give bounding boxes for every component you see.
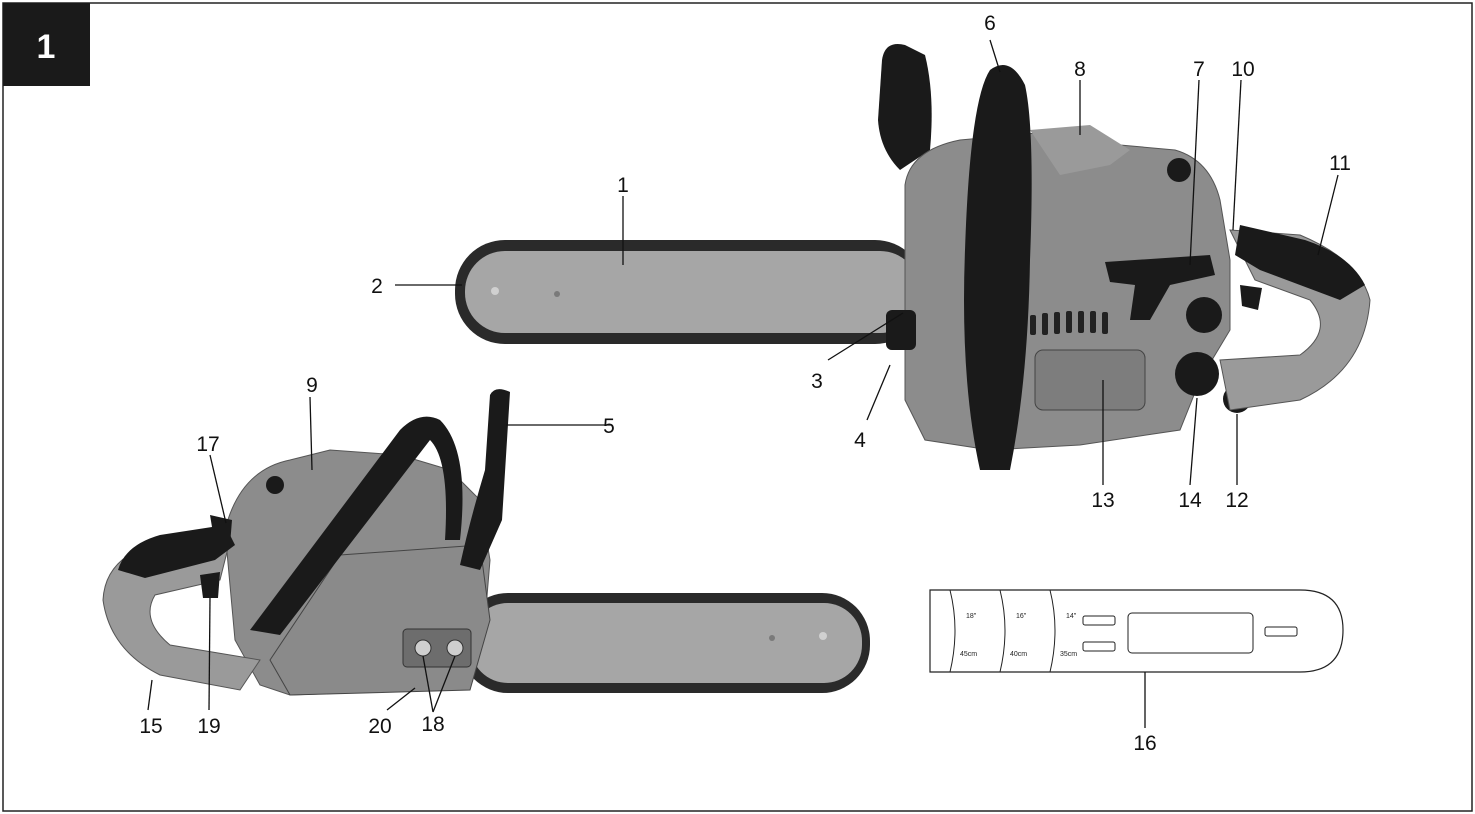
callout-13: 13 — [1091, 489, 1114, 512]
front-hand-guard-top — [878, 44, 932, 170]
bar-nut-left — [414, 639, 432, 657]
cooling-vents-top — [1030, 311, 1108, 335]
bar-sprocket-dots-bottom — [819, 632, 827, 640]
callout-2: 2 — [371, 275, 383, 298]
cylinder-cover-top — [1030, 125, 1130, 175]
scabbard-length-cm-2: 40cm — [1010, 651, 1027, 658]
callout-10: 10 — [1231, 58, 1254, 81]
rear-handle-grip-top — [1235, 225, 1365, 300]
callout-7: 7 — [1193, 58, 1205, 81]
scabbard-length-in-1: 18" — [966, 613, 977, 620]
scabbard-slot-1 — [1082, 615, 1116, 626]
throttle-trigger-bottom — [200, 572, 220, 598]
chainsaw-top-view — [455, 44, 1371, 470]
scabbard-length-in-3: 14" — [1066, 613, 1077, 620]
callout-12: 12 — [1225, 489, 1248, 512]
callout-8: 8 — [1074, 58, 1086, 81]
figure-number-badge: 1 — [3, 3, 90, 86]
callout-5: 5 — [603, 415, 615, 438]
callout-15: 15 — [139, 715, 162, 738]
callout-16: 16 — [1133, 732, 1156, 755]
bar-rivet — [554, 291, 560, 297]
callout-18: 18 — [421, 713, 444, 736]
callout-11: 11 — [1329, 152, 1351, 175]
callout-1: 1 — [617, 174, 629, 197]
front-handle-bottom — [250, 416, 463, 635]
front-handle-top — [964, 65, 1032, 470]
rear-handle-grip-bottom — [118, 525, 235, 578]
leader-lines — [147, 39, 1339, 728]
callout-9: 9 — [306, 374, 318, 397]
figure-number: 1 — [37, 28, 56, 66]
bar-scabbard: 18" 16" 14" 45cm 40cm 35cm — [929, 589, 1344, 673]
guide-bar-bottom — [470, 603, 862, 683]
oil-tank-cap-top — [1186, 297, 1222, 333]
callout-20: 20 — [368, 715, 391, 738]
callout-4: 4 — [854, 429, 866, 452]
front-hand-guard-bottom — [460, 389, 510, 570]
air-filter-cap-bottom — [266, 476, 284, 494]
callout-19: 19 — [197, 715, 220, 738]
bar-sprocket-dots — [491, 287, 499, 295]
callout-labels: 1 2 3 4 5 6 7 8 9 10 11 12 13 14 15 16 1… — [139, 12, 1351, 755]
scabbard-length-cm-3: 35cm — [1060, 651, 1077, 658]
chain-brake-top — [1167, 158, 1191, 182]
callout-17: 17 — [196, 433, 219, 456]
tensioner-handle-top — [1105, 255, 1215, 320]
rear-handle-bottom — [102, 539, 261, 691]
callout-6: 6 — [984, 12, 996, 35]
callout-3: 3 — [811, 370, 823, 393]
scabbard-slot-2 — [1082, 641, 1116, 652]
felling-spike-top — [886, 310, 916, 350]
scabbard-length-cm-1: 45cm — [960, 651, 977, 658]
chainsaw-bottom-view — [102, 389, 870, 696]
bar-nut-right — [446, 639, 464, 657]
guide-bar-top — [465, 251, 920, 333]
scabbard-length-in-2: 16" — [1016, 613, 1027, 620]
bar-rivet-bottom — [769, 635, 775, 641]
scabbard-window — [1127, 612, 1254, 654]
callout-14: 14 — [1178, 489, 1202, 512]
starter-cover-top — [1034, 349, 1146, 411]
scabbard-slot-3 — [1264, 626, 1298, 637]
throttle-trigger-top — [1240, 285, 1262, 310]
fuel-tank-cap-top — [1175, 352, 1219, 396]
